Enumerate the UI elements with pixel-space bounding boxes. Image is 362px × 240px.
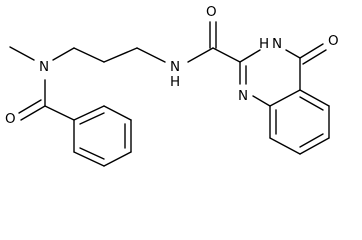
- bond-phenyl-inner-3: [79, 147, 105, 160]
- bond-phenyl-4: [103, 151, 132, 167]
- bonds: [9, 21, 330, 167]
- bond-benzoyl-co-b: [18, 99, 42, 114]
- atom-h-ring: H: [259, 36, 269, 52]
- bond-carbonyl-phenyl: [44, 105, 75, 121]
- bond-phenyl-1: [73, 105, 105, 121]
- bond-c8a-n1: [252, 95, 271, 107]
- bond-quinazolinone-co-b: [302, 49, 327, 65]
- bond-n-methyl: [9, 46, 35, 61]
- bond-n3-c4: [285, 49, 301, 59]
- atom-n-ring-1: N: [238, 88, 248, 104]
- atom-n-methyl-amide: N: [39, 59, 49, 75]
- atom-o-carboxamide: O: [206, 4, 217, 20]
- bond-benzo-1: [299, 89, 330, 107]
- bond-phenyl-2: [103, 105, 132, 121]
- bond-benzo-inner-2: [299, 133, 324, 148]
- bond-nh-carbonyl: [187, 47, 214, 63]
- bond-benzoyl-co-a: [20, 105, 46, 121]
- atom-h-amide: H: [170, 74, 180, 90]
- atom-n-ring-3: N: [272, 36, 282, 52]
- atom-n-amide: N: [170, 59, 180, 75]
- bond-benzo-3: [299, 137, 330, 155]
- atom-o-quinazolinone: O: [328, 33, 339, 49]
- bond-carboxamide-c2: [212, 47, 241, 63]
- bond-c2-n3: [239, 49, 261, 63]
- molecule-structure-diagram: N O N H O H N O N: [5, 4, 339, 167]
- bond-chain-1: [73, 47, 105, 63]
- bond-benzo-4: [269, 137, 301, 155]
- bond-phenyl-inner-1: [79, 112, 105, 125]
- bond-benzo-inner-3: [299, 96, 324, 111]
- bond-chain-3: [136, 47, 166, 63]
- bond-n-chain: [52, 47, 75, 61]
- bond-quinazolinone-co-a: [299, 43, 324, 59]
- atom-o-benzoyl: O: [5, 111, 16, 127]
- atom-labels: N O N H O H N O N: [5, 4, 339, 127]
- bond-c4a-c8a: [269, 89, 301, 107]
- bond-phenyl-5: [73, 151, 105, 167]
- bond-chain-2: [103, 47, 138, 63]
